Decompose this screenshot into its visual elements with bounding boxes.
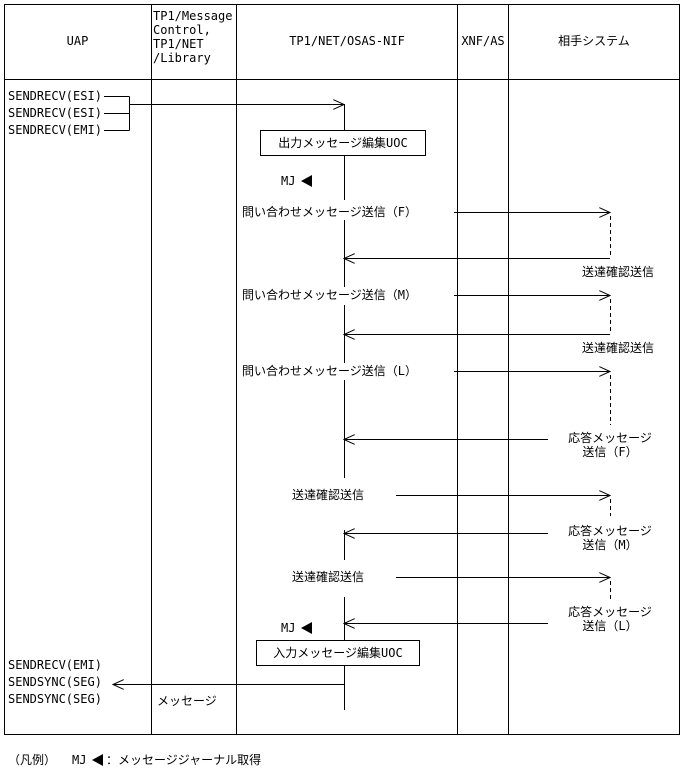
inquiry-l-label: 問い合わせメッセージ送信（L） [242, 364, 417, 378]
header-tp1: TP1/Message Control, TP1/NET /Library [153, 9, 237, 65]
header-tp1-line: Control, [153, 23, 211, 37]
mj-label: MJ [281, 621, 296, 635]
uap-call: SENDRECV(EMI) [8, 658, 102, 672]
header-xnf: XNF/AS [461, 34, 505, 48]
uap-call: SENDRECV(ESI) [8, 89, 102, 103]
inquiry-m-label: 問い合わせメッセージ送信（M） [242, 288, 417, 302]
uap-call: SENDRECV(ESI) [8, 106, 102, 120]
header-tp1-line: TP1/Message [153, 9, 233, 23]
input-uoc-box: 入力メッセージ編集UOC [256, 640, 420, 666]
response-f-label: 応答メッセージ 送信（F） [556, 431, 664, 459]
response-line: 送信（F） [582, 445, 638, 459]
legend-mj: MJ [72, 753, 87, 767]
uap-call: SENDRECV(EMI) [8, 123, 102, 137]
legend-text: ：メッセージジャーナル取得 [106, 753, 262, 767]
mj-triangle-icon [301, 175, 312, 187]
header-tp1-line: /Library [153, 51, 211, 65]
response-l-label: 応答メッセージ 送信（L） [556, 605, 664, 633]
diagram-frame [4, 4, 680, 735]
response-line: 応答メッセージ [568, 431, 652, 445]
osas-ack-label: 送達確認送信 [292, 570, 365, 584]
uap-call: SENDSYNC(SEG) [8, 675, 102, 689]
header-tp1-line: TP1/NET [153, 37, 204, 51]
response-line: 応答メッセージ [568, 524, 652, 538]
response-line: 送信（L） [582, 619, 638, 633]
response-line: 送信（M） [582, 538, 638, 552]
partner-ack-label: 送達確認送信 [582, 265, 655, 279]
mj-label: MJ [281, 174, 296, 188]
osas-ack-label: 送達確認送信 [292, 488, 365, 502]
partner-ack-label: 送達確認送信 [582, 341, 655, 355]
inquiry-f-label: 問い合わせメッセージ送信（F） [242, 205, 417, 219]
header-osas: TP1/NET/OSAS-NIF [289, 34, 405, 48]
output-uoc-box: 出力メッセージ編集UOC [260, 130, 426, 156]
header-partner: 相手システム [558, 34, 630, 48]
response-line: 応答メッセージ [568, 605, 652, 619]
response-m-label: 応答メッセージ 送信（M） [556, 524, 664, 552]
mj-triangle-icon [301, 622, 312, 634]
legend-prefix: （凡例） [8, 753, 57, 767]
message-label: メッセージ [157, 694, 217, 708]
header-uap: UAP [66, 34, 89, 48]
mj-triangle-icon [92, 754, 103, 766]
uap-call: SENDSYNC(SEG) [8, 692, 102, 706]
